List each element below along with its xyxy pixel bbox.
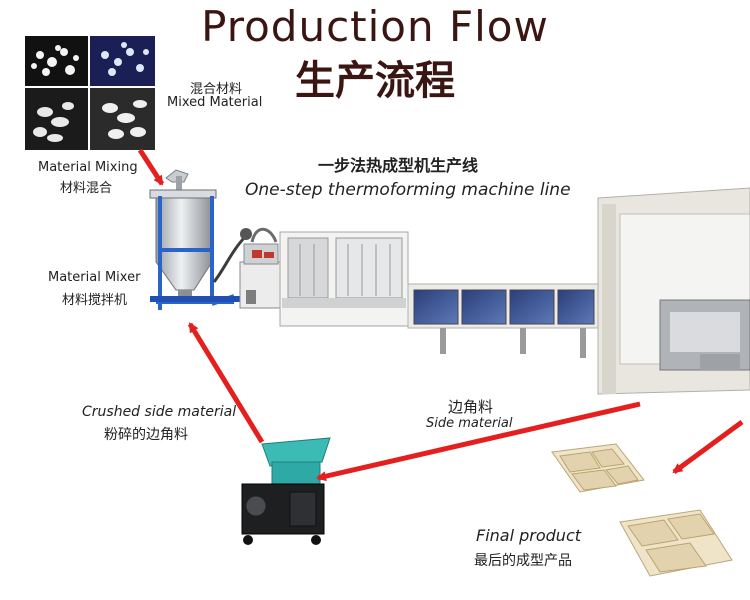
mixed-material-photos [25,36,155,150]
crushed-side-material-en: Crushed side material [82,404,237,420]
material-mixing-en: Material Mixing [38,160,138,175]
crusher-machine [241,437,331,545]
final-product-cn: 最后的成型产品 [474,553,572,569]
title-chinese: 生产流程 [295,58,455,104]
machine-line-cn: 一步法热成型机生产线 [318,156,479,175]
arrow-crusher-to-mixer [187,322,265,444]
mixed-material-en: Mixed Material [167,95,263,110]
arrow-line-to-crusher [316,401,641,482]
crushed-side-material-cn: 粉碎的边角料 [104,427,188,443]
arrow-photos-to-mixer [137,148,165,186]
material-mixer-en: Material Mixer [48,270,141,285]
side-material-cn: 边角料 [448,398,494,416]
extruder-unit [239,227,285,309]
material-mixer-machine [149,169,252,310]
feed-pipe [212,234,248,283]
thermoforming-machine-line [279,187,750,395]
arrow-line-to-product [672,419,744,475]
material-mixing-cn: 材料混合 [60,181,113,196]
machine-line-en: One-step thermoforming machine line [245,180,571,200]
side-material-en: Side material [426,416,513,431]
final-product-en: Final product [476,526,582,545]
final-product-trays [551,443,733,577]
material-mixer-cn: 材料搅拌机 [62,293,128,308]
title-english: Production Flow [201,2,549,51]
flow-arrows [137,148,744,482]
mixed-material-cn: 混合材料 [190,82,243,97]
